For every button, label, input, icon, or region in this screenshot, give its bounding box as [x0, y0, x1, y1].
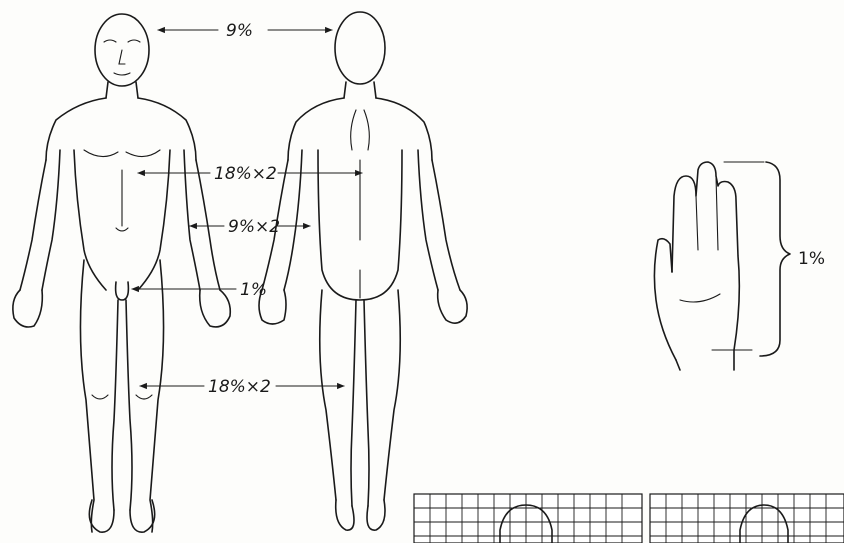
grid-panel-left — [414, 494, 642, 543]
palm-label: 1% — [798, 249, 825, 269]
grid-panel-right — [650, 494, 844, 543]
perineum-label: 1% — [240, 280, 267, 300]
palm-hand-figure — [654, 162, 790, 370]
head-label: 9% — [226, 21, 253, 41]
legs-label: 18%×2 — [208, 377, 271, 397]
arms-label: 9%×2 — [228, 217, 280, 237]
area-arrows — [132, 30, 362, 386]
front-body-figure — [13, 14, 230, 532]
back-body-figure — [259, 12, 467, 530]
trunk-label: 18%×2 — [214, 164, 277, 184]
